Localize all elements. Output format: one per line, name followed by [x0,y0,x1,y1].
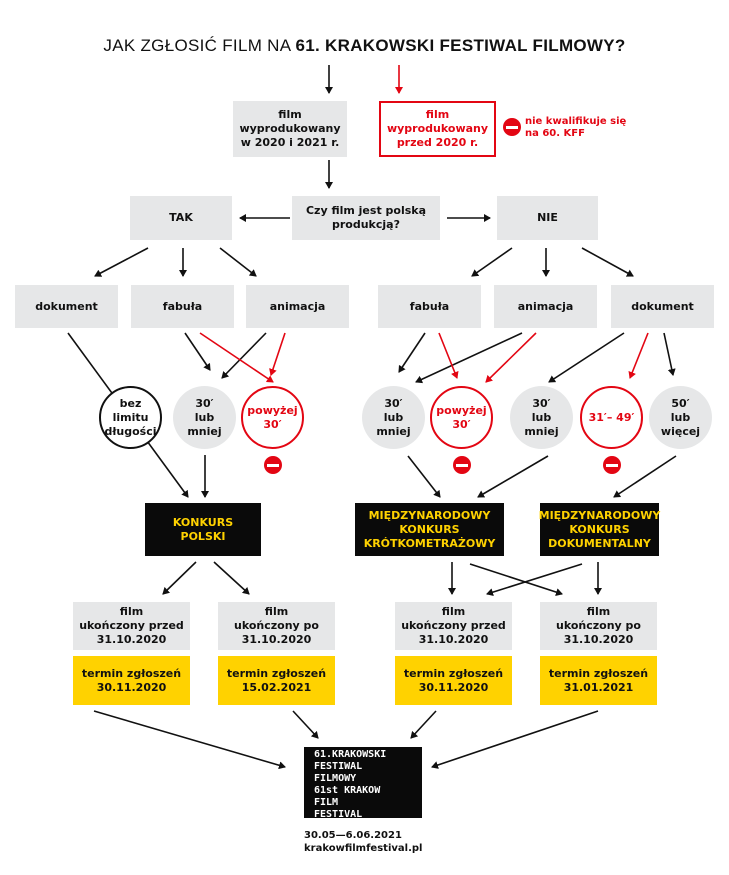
polish-production-question: Czy film jest polską produkcją? [292,196,440,240]
circle-doc-31-49: 31′– 49′ [580,386,643,449]
pl-fiction: fabuła [131,285,234,328]
competition-international-documentary: MIĘDZYNARODOWY KONKURS DOKUMENTALNY [539,503,660,556]
festival-dates: 30.05—6.06.2021 [304,830,402,841]
answer-yes: TAK [130,196,232,240]
int-completed-before: film ukończony przed 31.10.2020 [395,602,512,650]
pl-completed-after: film ukończony po 31.10.2020 [218,602,335,650]
no-entry-icon [603,456,621,474]
int-deadline-before: termin zgłoszeń 30.11.2020 [395,656,512,705]
int-fiction: fabuła [378,285,481,328]
festival-logo-box: 61.KRAKOWSKI FESTIWAL FILMOWY 61st KRAKO… [304,747,422,818]
produced-2020-2021-box: film wyprodukowany w 2020 i 2021 r. [233,101,347,157]
circle-int-over-30: powyżej 30′ [430,386,493,449]
title-prefix: JAK ZGŁOSIĆ FILM NA [103,36,296,55]
int-completed-after: film ukończony po 31.10.2020 [540,602,657,650]
competition-international-short: MIĘDZYNARODOWY KONKURS KRÓTKOMETRAŻOWY [355,503,504,556]
produced-before-2020-box: film wyprodukowany przed 2020 r. [379,101,496,157]
pl-animation: animacja [246,285,349,328]
pl-completed-before: film ukończony przed 31.10.2020 [73,602,190,650]
not-eligible-note: nie kwalifikuje się na 60. KFF [525,116,627,139]
circle-int-30-or-less: 30′ lub mniej [362,386,425,449]
pl-deadline-after: termin zgłoszeń 15.02.2021 [218,656,335,705]
circle-pl-30-or-less: 30′ lub mniej [173,386,236,449]
int-deadline-after: termin zgłoszeń 31.01.2021 [540,656,657,705]
pl-deadline-before: termin zgłoszeń 30.11.2020 [73,656,190,705]
competition-polish: KONKURS POLSKI [145,503,261,556]
int-animation: animacja [494,285,597,328]
festival-footer: 30.05—6.06.2021 krakowfilmfestival.pl [304,829,422,855]
no-entry-icon [503,118,521,136]
circle-doc-50-or-more: 50′ lub więcej [649,386,712,449]
no-entry-icon [453,456,471,474]
circle-doc-30-or-less: 30′ lub mniej [510,386,573,449]
festival-website: krakowfilmfestival.pl [304,843,423,854]
no-entry-icon [264,456,282,474]
circle-no-length-limit: bez limitu długości [99,386,162,449]
title-bold: 61. KRAKOWSKI FESTIWAL FILMOWY? [295,36,626,55]
circle-pl-over-30: powyżej 30′ [241,386,304,449]
pl-documentary: dokument [15,285,118,328]
answer-no: NIE [497,196,598,240]
page-title: JAK ZGŁOSIĆ FILM NA 61. KRAKOWSKI FESTIW… [0,36,729,56]
int-documentary: dokument [611,285,714,328]
